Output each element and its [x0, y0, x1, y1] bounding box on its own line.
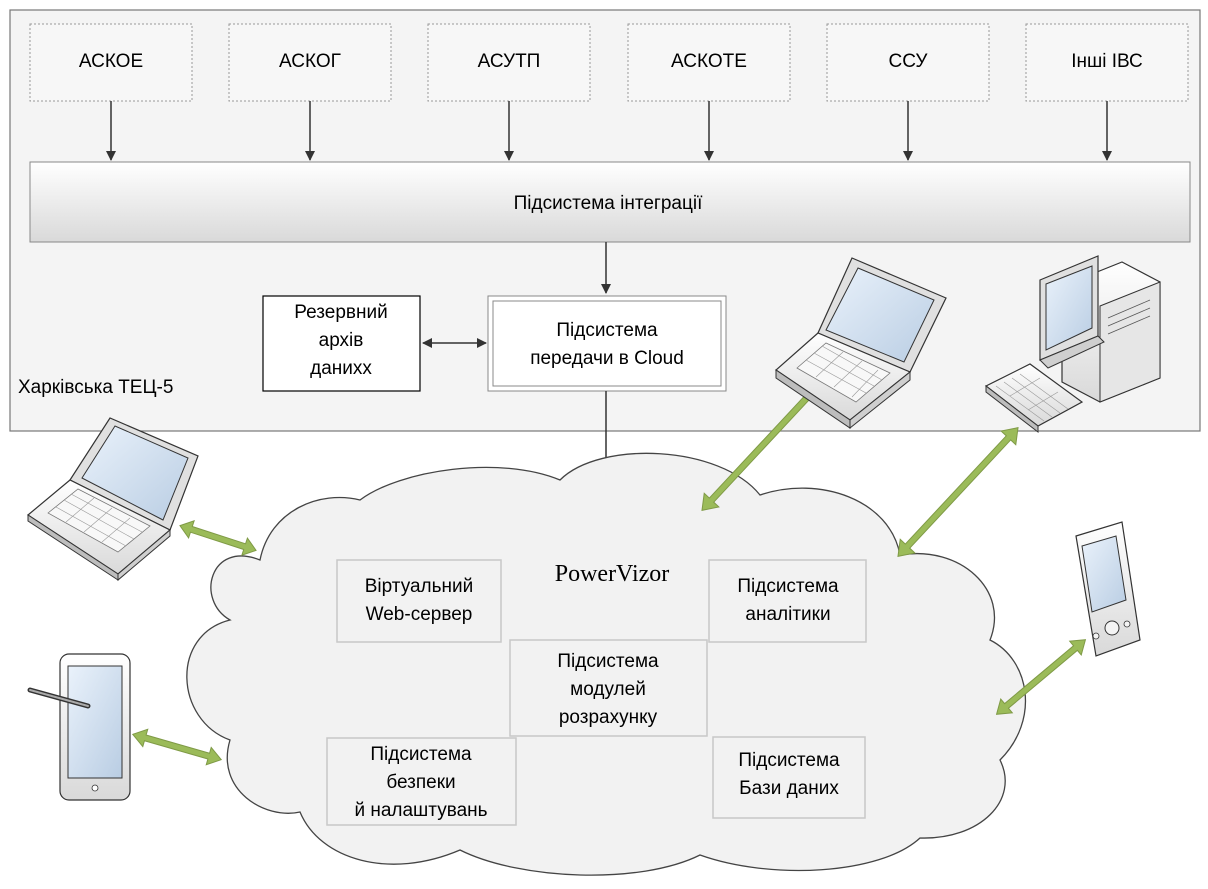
- source-systems: АСКОЕ АСКОГ АСУТП АСКОТЕ ССУ Інші ІВС: [29, 23, 1189, 102]
- database-line2: Бази даних: [739, 778, 839, 799]
- tablet-link-arrow: [131, 728, 223, 766]
- laptop-right-icon: [775, 257, 947, 430]
- desktop-computer-icon: [984, 255, 1161, 434]
- pda-icon: [1075, 521, 1141, 657]
- source-label-askote: АСКОТЕ: [671, 51, 747, 72]
- integration-label: Підсистема інтеграції: [514, 193, 703, 214]
- plant-label: Харківська ТЕЦ-5: [18, 377, 173, 398]
- source-box-askog: АСКОГ: [228, 23, 392, 102]
- laptop-left-icon: [26, 417, 199, 582]
- tablet-with-stylus-icon: [27, 653, 131, 801]
- web-server-box: Віртуальний Web-сервер: [336, 559, 502, 643]
- web-server-line1: Віртуальний: [365, 576, 474, 597]
- security-line1: Підсистема: [370, 744, 472, 765]
- laptop-left-link-arrow: [179, 519, 257, 557]
- source-box-other: Інші ІВС: [1025, 23, 1189, 102]
- analytics-line1: Підсистема: [737, 576, 839, 597]
- transfer-label-line1: Підсистема: [556, 320, 658, 341]
- analytics-line2: аналітики: [745, 604, 830, 625]
- source-box-ssu: ССУ: [826, 23, 990, 102]
- database-box: Підсистема Бази даних: [712, 736, 866, 819]
- database-line1: Підсистема: [738, 750, 840, 771]
- transfer-label-line2: передачи в Cloud: [530, 348, 684, 369]
- security-line2: безпеки: [386, 772, 455, 793]
- integration-subsystem: Підсистема інтеграції: [29, 161, 1191, 243]
- calc-modules-line3: розрахунку: [559, 707, 658, 728]
- security-box: Підсистема безпеки й налаштувань: [326, 737, 517, 826]
- source-label-other: Інші ІВС: [1071, 51, 1143, 72]
- source-label-ssu: ССУ: [889, 51, 929, 72]
- backup-label-line2: архів: [319, 330, 364, 351]
- source-box-asutp: АСУТП: [427, 23, 591, 102]
- source-label-asutp: АСУТП: [478, 51, 541, 72]
- source-label-askog: АСКОГ: [279, 51, 341, 72]
- web-server-line2: Web-сервер: [366, 604, 473, 625]
- analytics-box: Підсистема аналітики: [708, 559, 867, 643]
- backup-label-line1: Резервний: [294, 302, 387, 323]
- backup-archive-box: Резервний архів данихх: [262, 295, 421, 392]
- cloud-transfer-box: Підсистема передачи в Cloud: [487, 295, 727, 392]
- calc-modules-box: Підсистема модулей розрахунку: [509, 639, 708, 737]
- calc-modules-line1: Підсистема: [557, 651, 659, 672]
- security-line3: й налаштувань: [354, 800, 487, 821]
- source-arrows: [106, 101, 1112, 161]
- source-label-askoe: АСКОЕ: [79, 51, 143, 72]
- cloud-title: PowerVizor: [555, 561, 670, 587]
- calc-modules-line2: модулей: [570, 679, 646, 700]
- source-box-askoe: АСКОЕ: [29, 23, 193, 102]
- backup-label-line3: данихх: [310, 358, 372, 379]
- pda-link-arrow: [995, 639, 1087, 715]
- source-box-askote: АСКОТЕ: [627, 23, 791, 102]
- desktop-link-arrow: [897, 427, 1019, 557]
